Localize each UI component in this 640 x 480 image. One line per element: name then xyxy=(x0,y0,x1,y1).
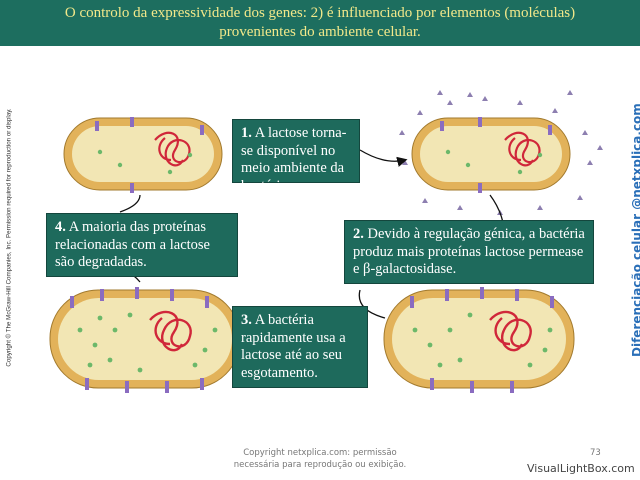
step-2-box: 2. Devido à regulação génica, a bactéria… xyxy=(344,220,594,284)
bacterium-1 xyxy=(64,117,222,193)
step-3-number: 3. xyxy=(241,312,252,328)
footer-copyright-line1: Copyright netxplica.com: permissão xyxy=(220,447,420,459)
step-3-text: A bactéria rapidamente usa a lactose até… xyxy=(241,312,346,381)
footer-copyright-line2: necessária para reprodução ou exibição. xyxy=(220,459,420,471)
bacterium-2 xyxy=(399,90,603,215)
page-number: 73 xyxy=(590,448,601,458)
watermark: VisualLightBox.com xyxy=(527,462,635,475)
step-3-box: 3. A bactéria rapidamente usa a lactose … xyxy=(232,306,368,388)
step-4-text: A maioria das proteínas relacionadas com… xyxy=(55,219,210,270)
footer-copyright: Copyright netxplica.com: permissão neces… xyxy=(220,447,420,471)
step-1-number: 1. xyxy=(241,125,252,141)
bacterium-4 xyxy=(50,287,240,393)
side-copyright: Copyright © The McGraw-Hill Companies, I… xyxy=(6,73,13,403)
step-1-box: 1. A lactose torna-se disponível no meio… xyxy=(232,119,360,183)
step-2-number: 2. xyxy=(353,226,364,242)
side-brand: Diferenciação celular @netxplica.com xyxy=(630,157,640,357)
bacterium-3 xyxy=(384,287,574,393)
step-4-box: 4. A maioria das proteínas relacionadas … xyxy=(46,213,238,277)
step-4-number: 4. xyxy=(55,219,66,235)
step-2-text: Devido à regulação génica, a bactéria pr… xyxy=(353,226,585,277)
